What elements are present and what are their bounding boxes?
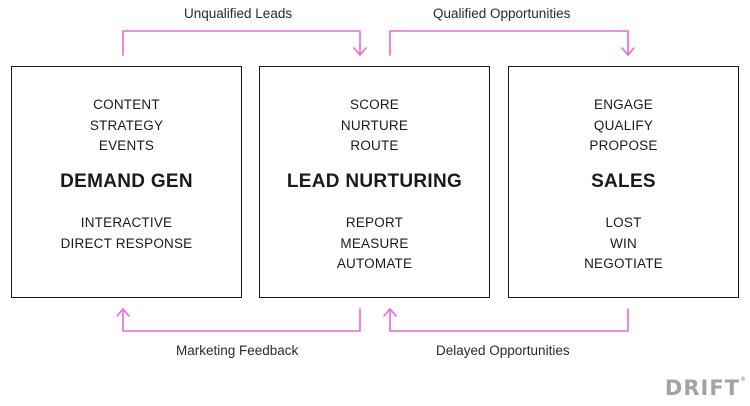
lead-nurturing-bottom-list: REPORT MEASURE AUTOMATE: [260, 213, 489, 275]
lead-nurturing-title: LEAD NURTURING: [286, 171, 463, 192]
list-item: REPORT: [345, 215, 404, 230]
sales-title: SALES: [591, 171, 656, 192]
demand-gen-title: DEMAND GEN: [60, 171, 193, 192]
list-item: NEGOTIATE: [584, 256, 663, 271]
list-item: DIRECT RESPONSE: [60, 235, 193, 251]
lead-nurturing-top-list: SCORE NURTURE ROUTE: [260, 95, 489, 157]
marketing-feedback-arrow: [122, 308, 361, 332]
qualified-opportunities-arrow-head: [621, 47, 635, 56]
demand-gen-bottom-list: INTERACTIVE DIRECT RESPONSE: [12, 213, 241, 254]
list-item: WIN: [610, 235, 637, 251]
qualified-opportunities-label: Qualified Opportunities: [433, 6, 571, 21]
demand-gen-box: CONTENT STRATEGY EVENTS DEMAND GEN INTER…: [11, 66, 242, 298]
registered-mark: ®: [740, 376, 746, 383]
demand-gen-top-list: CONTENT STRATEGY EVENTS: [12, 95, 241, 157]
list-item: STRATEGY: [89, 117, 164, 133]
delayed-opportunities-arrow-head: [383, 308, 397, 317]
list-item: QUALIFY: [593, 117, 654, 133]
list-item: INTERACTIVE: [80, 215, 173, 230]
sales-bottom-list: LOST WIN NEGOTIATE: [509, 213, 738, 275]
list-item: PROPOSE: [589, 138, 658, 153]
sales-top-list: ENGAGE QUALIFY PROPOSE: [509, 95, 738, 157]
qualified-opportunities-arrow: [389, 30, 629, 56]
delayed-opportunities-label: Delayed Opportunities: [436, 343, 570, 358]
list-item: MEASURE: [340, 235, 409, 251]
marketing-feedback-arrow-head: [116, 308, 130, 317]
lead-nurturing-box: SCORE NURTURE ROUTE LEAD NURTURING REPOR…: [259, 66, 490, 298]
drift-logo-text: DRIFT: [664, 376, 740, 400]
marketing-feedback-label: Marketing Feedback: [176, 343, 299, 358]
drift-logo: DRIFT®: [665, 376, 746, 400]
unqualified-leads-arrow: [122, 30, 361, 56]
list-item: ROUTE: [350, 138, 399, 153]
list-item: EVENTS: [98, 138, 155, 153]
delayed-opportunities-arrow: [389, 308, 629, 332]
unqualified-leads-label: Unqualified Leads: [184, 6, 293, 21]
sales-box: ENGAGE QUALIFY PROPOSE SALES LOST WIN NE…: [508, 66, 739, 298]
unqualified-leads-arrow-head: [353, 47, 367, 56]
list-item: CONTENT: [93, 97, 160, 112]
list-item: AUTOMATE: [336, 256, 413, 271]
list-item: SCORE: [349, 97, 399, 112]
list-item: NURTURE: [340, 117, 409, 133]
list-item: LOST: [605, 215, 642, 230]
list-item: ENGAGE: [594, 97, 653, 112]
